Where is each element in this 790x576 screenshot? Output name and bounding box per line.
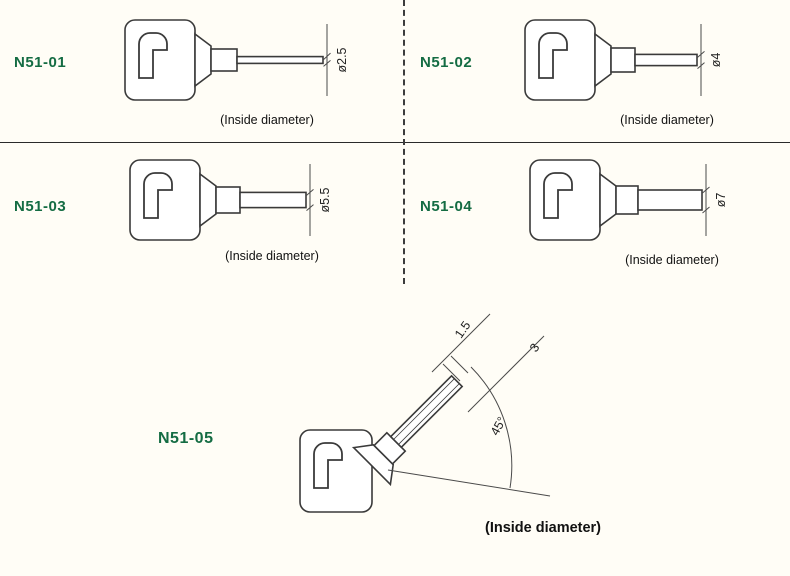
dimension-lines: [697, 24, 705, 96]
n5101-drawing: ø2.5 (Inside diameter): [124, 19, 349, 127]
nozzle-body: [529, 159, 703, 241]
nozzle-body: [124, 19, 324, 101]
diameter-label: ø5.5: [318, 187, 332, 212]
dimension-lines: [387, 313, 551, 497]
inside-diameter-caption: (Inside diameter): [225, 249, 319, 263]
dimension-lines: [702, 164, 710, 236]
inside-diameter-caption: (Inside diameter): [485, 520, 601, 536]
dimension-lines: [323, 24, 331, 96]
n5104-drawing: ø7 (Inside diameter): [529, 159, 728, 267]
panel-label-n5104: N51-04: [420, 198, 473, 215]
nozzle-body: [299, 374, 464, 513]
angled-tube: [351, 374, 464, 487]
vertical-dashed-divider: [403, 0, 405, 284]
diameter-label: ø4: [709, 53, 723, 68]
n5102-drawing: ø4 (Inside diameter): [524, 19, 723, 127]
tip-inner-dimension: 1.5: [452, 319, 473, 341]
inside-diameter-caption: (Inside diameter): [620, 113, 714, 127]
n5103-drawing: ø5.5 (Inside diameter): [129, 159, 332, 263]
nozzle-body: [524, 19, 698, 101]
nozzle-body: [129, 159, 307, 241]
panel-label-n5105: N51-05: [158, 430, 214, 447]
n5105-drawing: 1.5 3 45° (Inside diameter): [299, 313, 601, 536]
inside-diameter-caption: (Inside diameter): [625, 253, 719, 267]
panel-label-n5101: N51-01: [14, 54, 67, 71]
tip-outer-dimension: 3: [527, 341, 542, 355]
panel-label-n5102: N51-02: [420, 54, 473, 71]
diameter-label: ø7: [714, 193, 728, 208]
horizontal-divider: [0, 142, 790, 143]
diameter-label: ø2.5: [335, 47, 349, 72]
inside-diameter-caption: (Inside diameter): [220, 113, 314, 127]
dimension-lines: [306, 164, 314, 236]
bend-angle-dimension: 45°: [488, 414, 509, 437]
panel-label-n5103: N51-03: [14, 198, 67, 215]
